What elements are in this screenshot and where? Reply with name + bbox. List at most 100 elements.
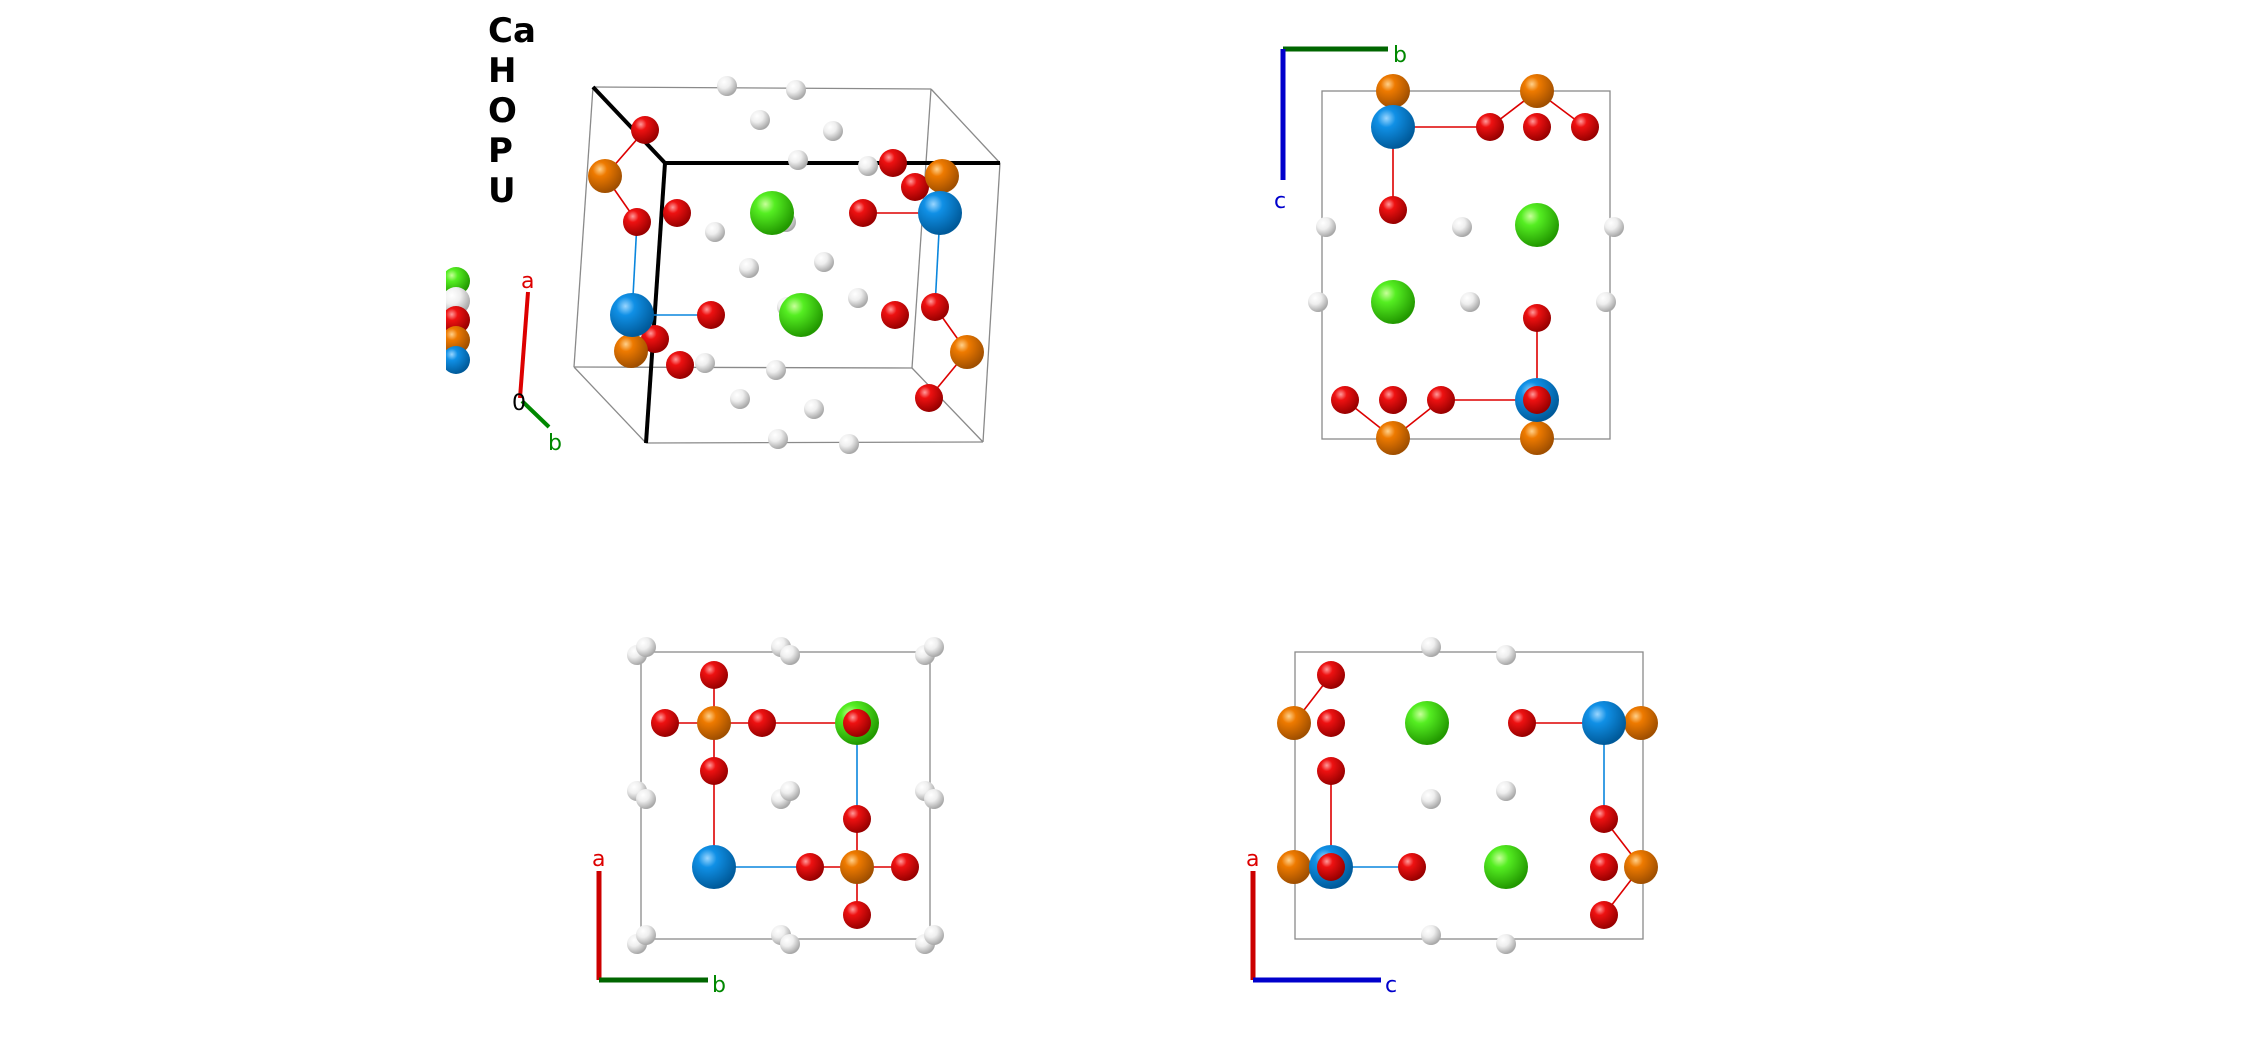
atom-u — [610, 293, 654, 337]
atom-ca — [1484, 845, 1528, 889]
atom-o — [849, 199, 877, 227]
atom-o — [623, 208, 651, 236]
atom-u — [1582, 701, 1626, 745]
atom-p — [1624, 850, 1658, 884]
atom-h — [636, 637, 656, 657]
atom-h — [1308, 292, 1328, 312]
atom-o — [748, 709, 776, 737]
atom-h — [780, 645, 800, 665]
axis-a-arrow — [518, 291, 530, 399]
atom-h — [924, 789, 944, 809]
atom-o — [651, 709, 679, 737]
atom-h — [1452, 217, 1472, 237]
atom-o — [1317, 709, 1345, 737]
atom-o — [1523, 304, 1551, 332]
atom-h — [1596, 292, 1616, 312]
axis-b-arrow — [520, 399, 551, 429]
atom-o — [1508, 709, 1536, 737]
atom-h — [636, 789, 656, 809]
atom-h — [766, 360, 786, 380]
atom-h — [636, 925, 656, 945]
atoms-ab — [627, 637, 944, 954]
axis-a-label: a — [1246, 847, 1259, 872]
atom-p — [1376, 74, 1410, 108]
axis-c-label: c — [1385, 973, 1397, 998]
atom-o — [1317, 661, 1345, 689]
atom-o — [881, 301, 909, 329]
atom-o — [700, 661, 728, 689]
atom-h — [695, 353, 715, 373]
atom-o — [1317, 853, 1345, 881]
atom-h — [848, 288, 868, 308]
panel-view-along-c: a b — [592, 637, 944, 998]
atom-h — [717, 76, 737, 96]
atom-h — [730, 389, 750, 409]
atom-h — [858, 156, 878, 176]
atom-o — [1331, 386, 1359, 414]
atom-h — [1496, 781, 1516, 801]
legend-label-o: O — [488, 91, 517, 131]
atom-p — [1277, 850, 1311, 884]
atom-h — [1460, 292, 1480, 312]
legend-sphere-ca — [442, 267, 470, 295]
atom-ca — [1515, 203, 1559, 247]
atom-p — [1624, 706, 1658, 740]
legend-label-h: H — [488, 51, 516, 91]
atoms-perspective — [588, 76, 984, 454]
atom-p — [588, 159, 622, 193]
axis-a-label: a — [521, 269, 534, 294]
atom-p — [614, 334, 648, 368]
atom-o — [915, 384, 943, 412]
atom-o — [697, 301, 725, 329]
legend-sphere-p — [442, 326, 470, 354]
atom-h — [814, 252, 834, 272]
axis-b-label: b — [1393, 43, 1407, 68]
atom-h — [924, 637, 944, 657]
atom-h — [780, 934, 800, 954]
legend-sphere-o — [442, 306, 470, 334]
legend-label-p: P — [488, 131, 513, 171]
atom-o — [843, 709, 871, 737]
atom-o — [631, 116, 659, 144]
unit-cell-box — [1321, 90, 1611, 440]
atom-o — [1523, 113, 1551, 141]
legend-label-u: U — [488, 171, 516, 211]
legend-sphere-u — [442, 346, 470, 374]
atom-p — [1520, 421, 1554, 455]
atom-h — [739, 258, 759, 278]
panel-view-along-a: b c — [1274, 43, 1624, 455]
axis-b-label: b — [548, 431, 562, 456]
atom-o — [663, 199, 691, 227]
atom-p — [925, 159, 959, 193]
atom-o — [700, 757, 728, 785]
atom-h — [786, 80, 806, 100]
atom-h — [1421, 637, 1441, 657]
atom-o — [1571, 113, 1599, 141]
atoms-ac — [1277, 637, 1658, 954]
atom-h — [1316, 217, 1336, 237]
atom-o — [1317, 757, 1345, 785]
atom-o — [1398, 853, 1426, 881]
atom-o — [921, 293, 949, 321]
atom-h — [750, 110, 770, 130]
atom-p — [1376, 421, 1410, 455]
unit-cell-box — [1294, 651, 1644, 940]
atom-o — [1476, 113, 1504, 141]
atom-ca — [1371, 280, 1415, 324]
atom-o — [1590, 805, 1618, 833]
atom-o — [1427, 386, 1455, 414]
atom-h — [705, 222, 725, 242]
atom-o — [641, 325, 669, 353]
atom-ca — [1405, 701, 1449, 745]
atom-o — [879, 149, 907, 177]
atom-p — [697, 706, 731, 740]
atom-h — [924, 925, 944, 945]
axis-c-label: c — [1274, 189, 1286, 214]
atom-h — [804, 399, 824, 419]
axis-a-label: a — [592, 847, 605, 872]
atom-h — [1421, 925, 1441, 945]
atom-o — [666, 351, 694, 379]
atom-u — [692, 845, 736, 889]
